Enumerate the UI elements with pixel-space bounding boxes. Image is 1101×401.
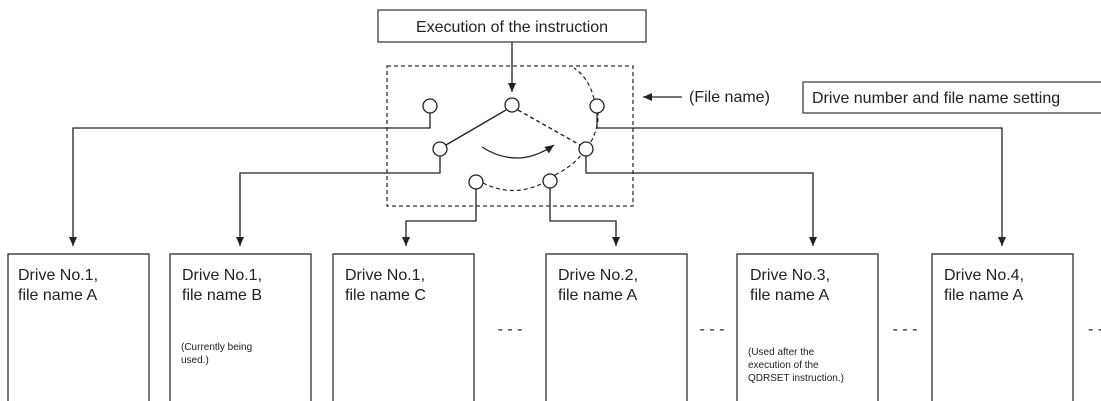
- switch-blade-current: [445, 109, 507, 146]
- drive-item-5: Drive No.3, file name A (Used after the …: [748, 267, 844, 384]
- ellipsis-2: - - -: [700, 321, 725, 338]
- wire-drive1-b: [236, 156, 441, 246]
- wire-drive1-c: [402, 189, 477, 246]
- setting-label: Drive number and file name setting: [812, 90, 1060, 107]
- ellipsis-1: - - -: [498, 321, 523, 338]
- file-name-label: (File name): [689, 89, 770, 106]
- drive-2-note-1: (Currently being: [181, 342, 252, 353]
- drive-4-line1: Drive No.2,: [558, 267, 638, 284]
- drive-item-1: Drive No.1, file name A: [18, 267, 98, 304]
- contact-drive1-a: [422, 98, 438, 114]
- wire-drive3-a: [585, 156, 817, 246]
- ellipsis-4: - - -: [1088, 321, 1101, 338]
- drive-boxes: [7, 253, 1074, 401]
- drive-1-line1: Drive No.1,: [18, 267, 98, 284]
- execution-box: [377, 9, 647, 43]
- drive-2-line1: Drive No.1,: [182, 267, 262, 284]
- drive-item-4: Drive No.2, file name A: [558, 267, 638, 304]
- drive-box-6: [931, 253, 1074, 401]
- drive-box-1: [7, 253, 150, 401]
- execution-label: Execution of the instruction: [416, 19, 608, 36]
- contact-drive3-a: [578, 141, 594, 157]
- wire-drive4-a: [596, 113, 1006, 246]
- drive-2-note-2: used.): [181, 355, 209, 366]
- contact-common: [504, 97, 520, 113]
- drive-5-note-3: QDRSET instruction.): [748, 373, 844, 384]
- contact-drive1-c: [468, 174, 484, 190]
- drive-item-2: Drive No.1, file name B (Currently being…: [181, 267, 262, 366]
- drive-5-note-2: execution of the: [748, 360, 819, 371]
- drive-2-line2: file name B: [182, 287, 262, 304]
- drive-6-line1: Drive No.4,: [944, 267, 1024, 284]
- drive-box-2: [169, 253, 312, 401]
- setting-box: [802, 81, 1101, 114]
- switch-contacts: [422, 97, 605, 190]
- drive-3-line1: Drive No.1,: [345, 267, 425, 284]
- switch-frame: [386, 65, 634, 207]
- connection-wires: [69, 113, 1006, 246]
- drive-item-6: Drive No.4, file name A: [944, 267, 1024, 304]
- drive-5-note-1: (Used after the: [748, 347, 815, 358]
- wire-drive2-a: [549, 188, 620, 246]
- drive-box-5: [736, 253, 879, 401]
- drive-5-line2: file name A: [750, 287, 829, 304]
- drive-item-3: Drive No.1, file name C: [345, 267, 426, 304]
- drive-3-line2: file name C: [345, 287, 426, 304]
- drive-box-3: [332, 253, 475, 401]
- wire-drive1-a: [69, 113, 431, 246]
- contact-drive4-a: [589, 98, 605, 114]
- contact-drive2-a: [542, 173, 558, 189]
- contact-drive1-b: [432, 141, 448, 157]
- drive-box-4: [545, 253, 688, 401]
- drive-5-line1: Drive No.3,: [750, 267, 830, 284]
- drive-1-line2: file name A: [18, 287, 97, 304]
- rotation-track: [482, 67, 599, 192]
- ellipsis-3: - - -: [893, 321, 918, 338]
- drive-6-line2: file name A: [944, 287, 1023, 304]
- drive-4-line2: file name A: [558, 287, 637, 304]
- rotation-arrow: [481, 144, 555, 159]
- switch-blade-next: [517, 109, 581, 146]
